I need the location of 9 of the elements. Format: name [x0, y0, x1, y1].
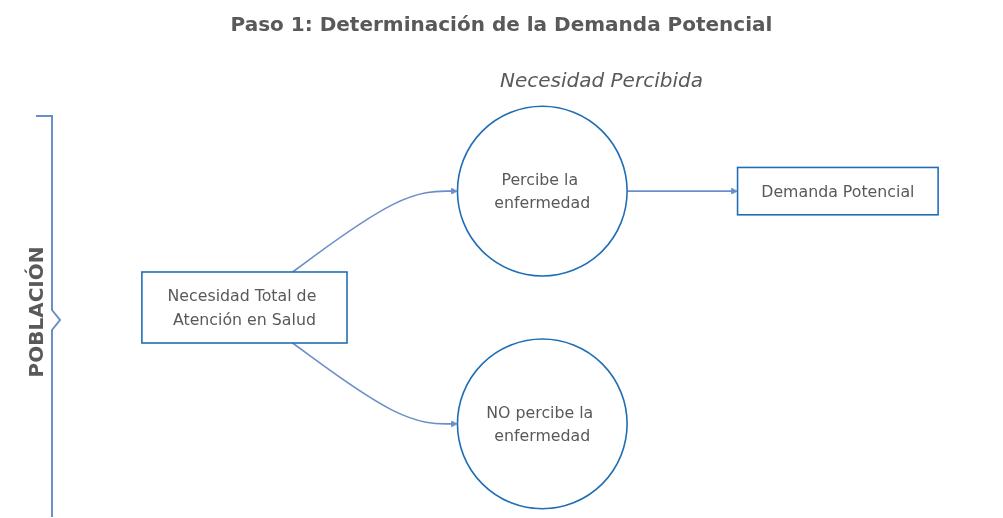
node-box: Necesidad Total de Atención en Salud	[141, 271, 348, 344]
title: Paso 1: Determinación de la Demanda Potencial	[229, 12, 774, 36]
node-circle: NO percibe la enfermedad	[456, 338, 628, 510]
node-circle: Percibe la enfermedad	[456, 105, 628, 277]
arrow	[291, 187, 458, 273]
arrow	[291, 342, 458, 428]
node-box: Demanda Potencial	[736, 166, 939, 216]
column-heading: Necesidad Percibida	[500, 68, 703, 92]
side-label: POBLACIÓN	[23, 246, 48, 378]
